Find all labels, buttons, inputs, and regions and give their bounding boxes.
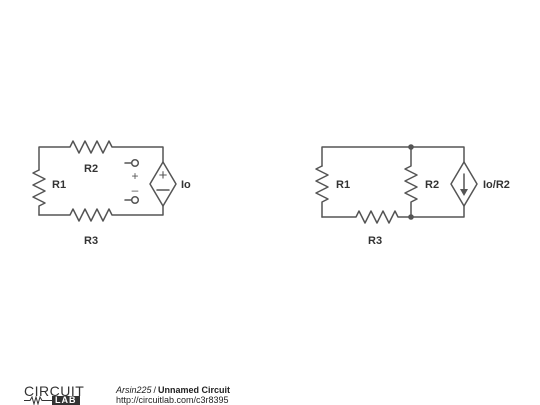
circuitlab-logo[interactable]: CIRCUIT LAB — [24, 383, 94, 405]
left-bottom-wire-with-r3 — [38, 205, 164, 222]
circuit-url-link[interactable]: http://circuitlab.com/c3r8395 — [116, 395, 229, 405]
author-link[interactable]: Arsin225 — [116, 385, 152, 395]
logo-resistor-icon — [24, 396, 52, 405]
right-source-arrow-icon — [460, 189, 468, 196]
right-dependent-current-source — [450, 161, 478, 207]
left-source-label: Io — [181, 179, 191, 191]
right-top-wire — [321, 146, 465, 167]
right-top-junction — [408, 144, 414, 150]
right-bottom-wire-with-r3 — [321, 205, 465, 224]
right-bottom-junction — [408, 214, 414, 220]
left-r3-label: R3 — [84, 235, 98, 247]
footer-bar: CIRCUIT LAB Arsin225/Unnamed Circuit htt… — [0, 383, 540, 405]
right-source-label: Io/R2 — [483, 179, 510, 191]
left-port-plus-label: + — [131, 169, 138, 183]
right-r2-label: R2 — [425, 179, 439, 191]
credit-separator: / — [153, 385, 157, 395]
left-top-wire-with-r2 — [38, 140, 164, 171]
left-circuit: + + – R1 R2 R3 Io — [32, 140, 191, 247]
left-port-minus-label: – — [132, 183, 139, 197]
left-r1-resistor — [32, 169, 46, 216]
left-dependent-voltage-source — [149, 161, 177, 207]
right-r2-resistor — [404, 146, 418, 218]
logo-wordmark: CIRCUIT — [24, 383, 85, 399]
circuit-title: Unnamed Circuit — [158, 385, 231, 395]
left-r1-label: R1 — [52, 179, 66, 191]
right-r1-label: R1 — [336, 179, 350, 191]
right-r1-resistor — [315, 165, 329, 218]
circuit-credit: Arsin225/Unnamed Circuit http://circuitl… — [116, 385, 230, 405]
right-circuit: R1 R2 R3 Io/R2 — [315, 144, 510, 247]
left-port-top-terminal — [130, 158, 140, 168]
logo-lab-badge: LAB — [52, 396, 80, 405]
left-port-bottom-terminal — [130, 195, 140, 205]
left-r2-label: R2 — [84, 163, 98, 175]
right-r3-label: R3 — [368, 235, 382, 247]
schematic-svg: + + – R1 R2 R3 Io — [32, 140, 510, 247]
left-source-plus-sign: + — [159, 167, 168, 184]
